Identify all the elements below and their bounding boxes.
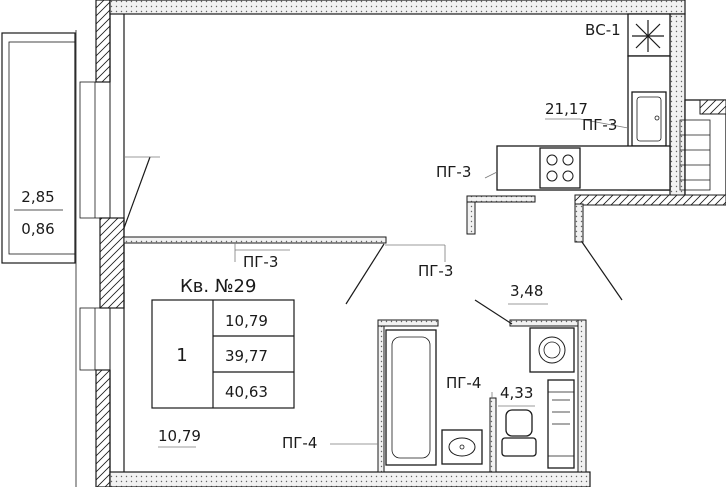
door-swings [123, 156, 623, 325]
partition-bath-outer: ПГ-4 [282, 434, 317, 452]
kitchen-furniture [496, 13, 671, 191]
apartment-rooms: 1 [176, 345, 187, 366]
apartment-total-area: 39,77 [225, 347, 268, 365]
partition-hall: ПГ-3 [418, 262, 453, 280]
exterior-wall-left [79, 0, 125, 487]
partition-kitchen-counter: ПГ-3 [436, 163, 471, 181]
vent-shaft-label: ВС-1 [585, 21, 621, 39]
partition-kitchen-right: ПГ-3 [582, 116, 617, 134]
apartment-title: Кв. №29 [180, 276, 256, 297]
apartment-living-area: 10,79 [225, 312, 268, 330]
living-room-area: 10,79 [158, 427, 201, 445]
apartment-total-area-balcony: 40,63 [225, 383, 268, 401]
kitchen-area: 21,17 [545, 100, 588, 118]
bathroom-fixtures [385, 327, 575, 469]
apartment-info: Кв. №29 1 10,79 39,77 40,63 [151, 276, 295, 409]
bottom-wall [109, 471, 591, 487]
balcony-area: 2,85 [21, 188, 54, 206]
hall-area: 3,48 [510, 282, 543, 300]
balcony: 2,85 0,86 [1, 30, 77, 487]
shaft-block [574, 99, 726, 206]
top-wall [109, 0, 686, 205]
partition-bath-inner: ПГ-4 [446, 374, 481, 392]
leader-lines [124, 118, 629, 448]
partitions [123, 195, 587, 473]
bath-area: 4,33 [500, 384, 533, 402]
text-labels: ВС-1 21,17 ПГ-3 ПГ-3 ПГ-3 ПГ-3 3,48 ПГ-4… [158, 21, 621, 452]
partition-room: ПГ-3 [243, 253, 278, 271]
balcony-coef-area: 0,86 [21, 220, 54, 238]
